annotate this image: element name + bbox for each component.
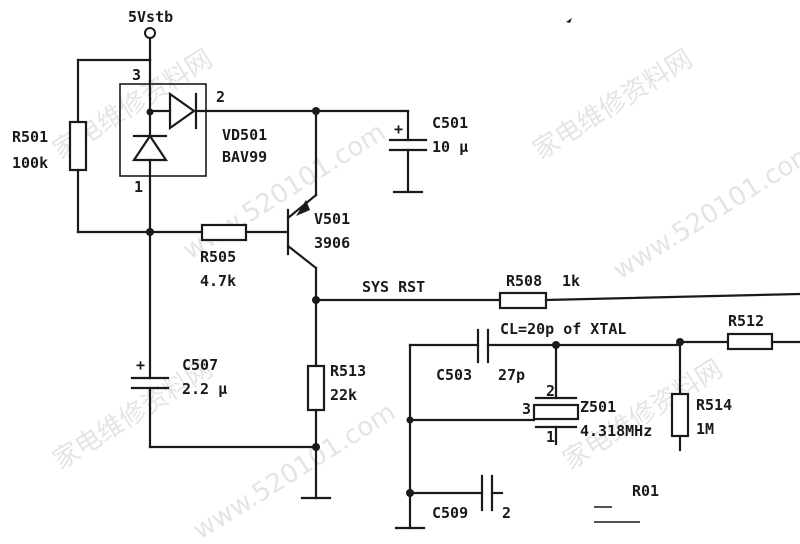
- c501-value: 10 µ: [432, 138, 468, 156]
- r508-ref: R508: [506, 272, 542, 290]
- c509-value: 2: [502, 504, 511, 522]
- r514-value: 1M: [696, 420, 714, 438]
- rail-label: 5Vstb: [128, 8, 173, 26]
- r513-value: 22k: [330, 386, 357, 404]
- capacitor-c501: + C501 10 µ: [312, 107, 468, 194]
- sys-rst-label: SYS RST: [362, 278, 425, 296]
- svg-text:家电维修资料网: 家电维修资料网: [528, 44, 698, 166]
- diode-pair-vd501: 3 2 1 VD501 BAV99: [119, 58, 318, 234]
- r501-ref: R501: [12, 128, 48, 146]
- r505-value: 4.7k: [200, 272, 236, 290]
- capacitor-c507: + C507 2.2 µ: [130, 230, 318, 449]
- c509-ref: C509: [432, 504, 468, 522]
- z501-pin-2: 2: [546, 382, 555, 400]
- r508-value: 1k: [562, 272, 580, 290]
- svg-text:www.520101.com: www.520101.com: [178, 117, 391, 266]
- r513-ref: R513: [330, 362, 366, 380]
- crystal-z501: 2 3 1 Z501 4.318MHz: [408, 341, 652, 446]
- sys-rst-net: SYS RST R508 1k: [312, 272, 800, 368]
- resistor-r505: R505 4.7k: [76, 223, 290, 290]
- z501-pin-1: 1: [546, 428, 555, 446]
- c507-plus: +: [136, 356, 145, 374]
- vd501-pin-1: 1: [134, 178, 143, 196]
- vd501-pin-2: 2: [216, 88, 225, 106]
- r501-value: 100k: [12, 154, 48, 172]
- c501-ref: C501: [432, 114, 468, 132]
- transistor-v501: V501 3906: [286, 109, 350, 302]
- c507-ref: C507: [182, 356, 218, 374]
- z501-pin-3: 3: [522, 400, 531, 418]
- resistor-r514: R514 1M: [670, 338, 732, 452]
- r505-ref: R505: [200, 248, 236, 266]
- vd501-ref: VD501: [222, 126, 267, 144]
- v501-value: 3906: [314, 234, 350, 252]
- resistor-r501: R501 100k: [12, 58, 88, 234]
- c503-value: 27p: [498, 366, 525, 384]
- c507-value: 2.2 µ: [182, 380, 227, 398]
- resistor-r01-fragment: R01: [594, 482, 659, 523]
- z501-ref: Z501: [580, 398, 616, 416]
- resistor-r512: R512: [678, 312, 800, 351]
- power-rail-5vstb: 5Vstb: [76, 8, 173, 62]
- v501-ref: V501: [314, 210, 350, 228]
- z501-value: 4.318MHz: [580, 422, 652, 440]
- capacitor-c509: C509 2: [408, 474, 511, 522]
- r514-ref: R514: [696, 396, 732, 414]
- resistor-r513: R513 22k: [300, 362, 366, 500]
- r512-ref: R512: [728, 312, 764, 330]
- stray-mark: [566, 18, 572, 23]
- crystal-note: CL=20p of XTAL: [500, 320, 626, 338]
- vd501-pin-3: 3: [132, 66, 141, 84]
- capacitor-c503: C503 27p: [436, 328, 682, 384]
- r01-ref: R01: [632, 482, 659, 500]
- vd501-value: BAV99: [222, 148, 267, 166]
- svg-text:www.520101.com: www.520101.com: [188, 397, 401, 544]
- c501-plus: +: [394, 120, 403, 138]
- oscillator-section: C503 27p CL=20p of XTAL 2 3 1 Z501 4.318…: [394, 312, 800, 530]
- c503-ref: C503: [436, 366, 472, 384]
- svg-text:www.520101.com: www.520101.com: [608, 137, 800, 286]
